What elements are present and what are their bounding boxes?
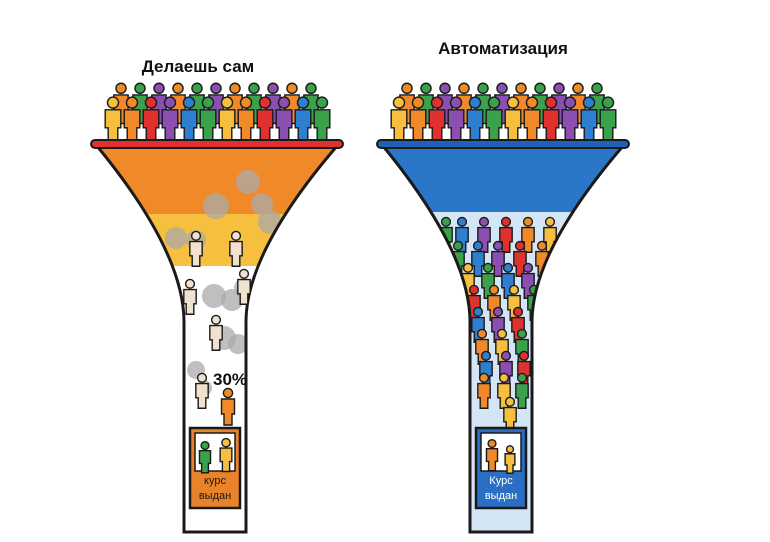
crowd-person — [104, 96, 122, 142]
left-funnel-rim — [90, 139, 344, 149]
left-band-yellow — [97, 214, 337, 266]
ghost-person — [209, 314, 223, 351]
crowd-person — [123, 96, 141, 142]
smoke-cloud — [203, 193, 229, 219]
crowd-person — [294, 96, 312, 142]
smoke-cloud — [202, 284, 226, 308]
crowd-person — [466, 96, 484, 142]
smoke-cloud — [165, 227, 187, 249]
smoke-cloud — [236, 170, 260, 194]
smoke-cloud — [228, 334, 248, 354]
certified-person — [219, 437, 233, 473]
crowd-person — [237, 96, 255, 142]
ghost-person — [183, 278, 197, 315]
ghost-person — [229, 230, 243, 267]
ghost-person — [195, 372, 209, 409]
certified-person — [485, 438, 499, 472]
right-box-caption-1: Курс — [489, 475, 513, 487]
crowd-person — [199, 96, 217, 142]
crowd-person — [428, 96, 446, 142]
smoke-cloud — [251, 193, 273, 215]
flowing-person — [515, 372, 529, 409]
crowd-person — [504, 96, 522, 142]
right-funnel-outline — [379, 144, 627, 534]
crowd-person — [218, 96, 236, 142]
crowd-person — [180, 96, 198, 142]
passing-person — [220, 387, 236, 426]
right-funnel-title: Автоматизация — [438, 39, 568, 58]
certified-person — [504, 445, 516, 474]
smoke-cloud — [258, 210, 282, 234]
left-percentage: 30% — [213, 370, 247, 389]
flowing-person — [451, 240, 465, 277]
crowd-person — [409, 96, 427, 142]
right-box-caption-2: выдан — [485, 490, 517, 502]
right-funnel-rim — [376, 139, 630, 149]
crowd-person — [542, 96, 560, 142]
crowd-person — [485, 96, 503, 142]
left-funnel: Делаешь сам 30% курс выдан — [90, 57, 344, 534]
flowing-person — [471, 240, 485, 277]
right-funnel: Автоматизация Курс выдан — [376, 39, 630, 534]
left-funnel-title: Делаешь сам — [142, 57, 255, 76]
crowd-person — [275, 96, 293, 142]
left-box-caption-1: курс — [204, 475, 226, 487]
crowd-person — [523, 96, 541, 142]
left-box-caption-2: выдан — [199, 490, 231, 502]
crowd-person — [580, 96, 598, 142]
crowd-person — [256, 96, 274, 142]
right-crowd — [390, 82, 617, 142]
left-funnel-outline — [93, 144, 341, 534]
crowd-person — [561, 96, 579, 142]
left-crowd — [104, 82, 331, 142]
certified-person — [198, 440, 212, 474]
crowd-person — [447, 96, 465, 142]
crowd-person — [142, 96, 160, 142]
crowd-person — [599, 96, 617, 142]
ghost-person — [189, 230, 203, 267]
ghost-person — [237, 268, 251, 305]
crowd-person — [161, 96, 179, 142]
flowing-person — [477, 372, 491, 409]
crowd-person — [313, 96, 331, 142]
crowd-person — [390, 96, 408, 142]
flowing-person — [491, 240, 505, 277]
